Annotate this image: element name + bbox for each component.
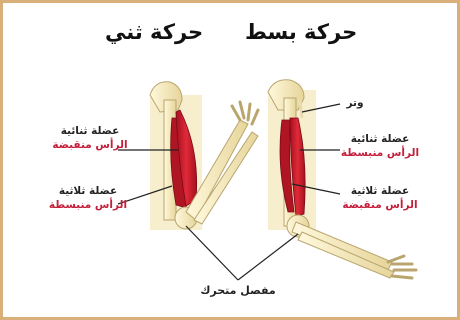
flexion-biceps-state: الرأس منقبضة [50,138,130,152]
flexion-triceps-state: الرأس منبسطة [48,198,128,212]
extension-biceps-name: عضلة ثنائية [340,132,420,146]
leader-joint-left [186,226,238,280]
extension-biceps-label: عضلة ثنائية الرأس منبسطة [340,132,420,160]
extension-triceps-state: الرأس منقبضة [340,198,420,212]
extension-triceps-label: عضلة ثلاثية الرأس منقبضة [340,184,420,212]
leader-joint-right [238,234,298,280]
extension-forearm-bone [292,222,392,270]
extension-hand-bones [388,256,416,278]
flexion-triceps-name: عضلة ثلاثية [48,184,128,198]
extension-triceps-name: عضلة ثلاثية [340,184,420,198]
joint-label: مفصل متحرك [196,284,280,298]
extension-forearm-bone-2 [298,232,394,278]
flexion-hand-bones [232,102,258,124]
flexion-arm-figure [150,82,258,230]
flexion-triceps-label: عضلة ثلاثية الرأس منبسطة [48,184,128,212]
flexion-biceps-name: عضلة ثنائية [50,124,130,138]
flexion-biceps-label: عضلة ثنائية الرأس منقبضة [50,124,130,152]
extension-biceps-state: الرأس منبسطة [340,146,420,160]
extension-tendon [300,100,302,118]
extension-tendon-label: وتر [340,96,370,110]
